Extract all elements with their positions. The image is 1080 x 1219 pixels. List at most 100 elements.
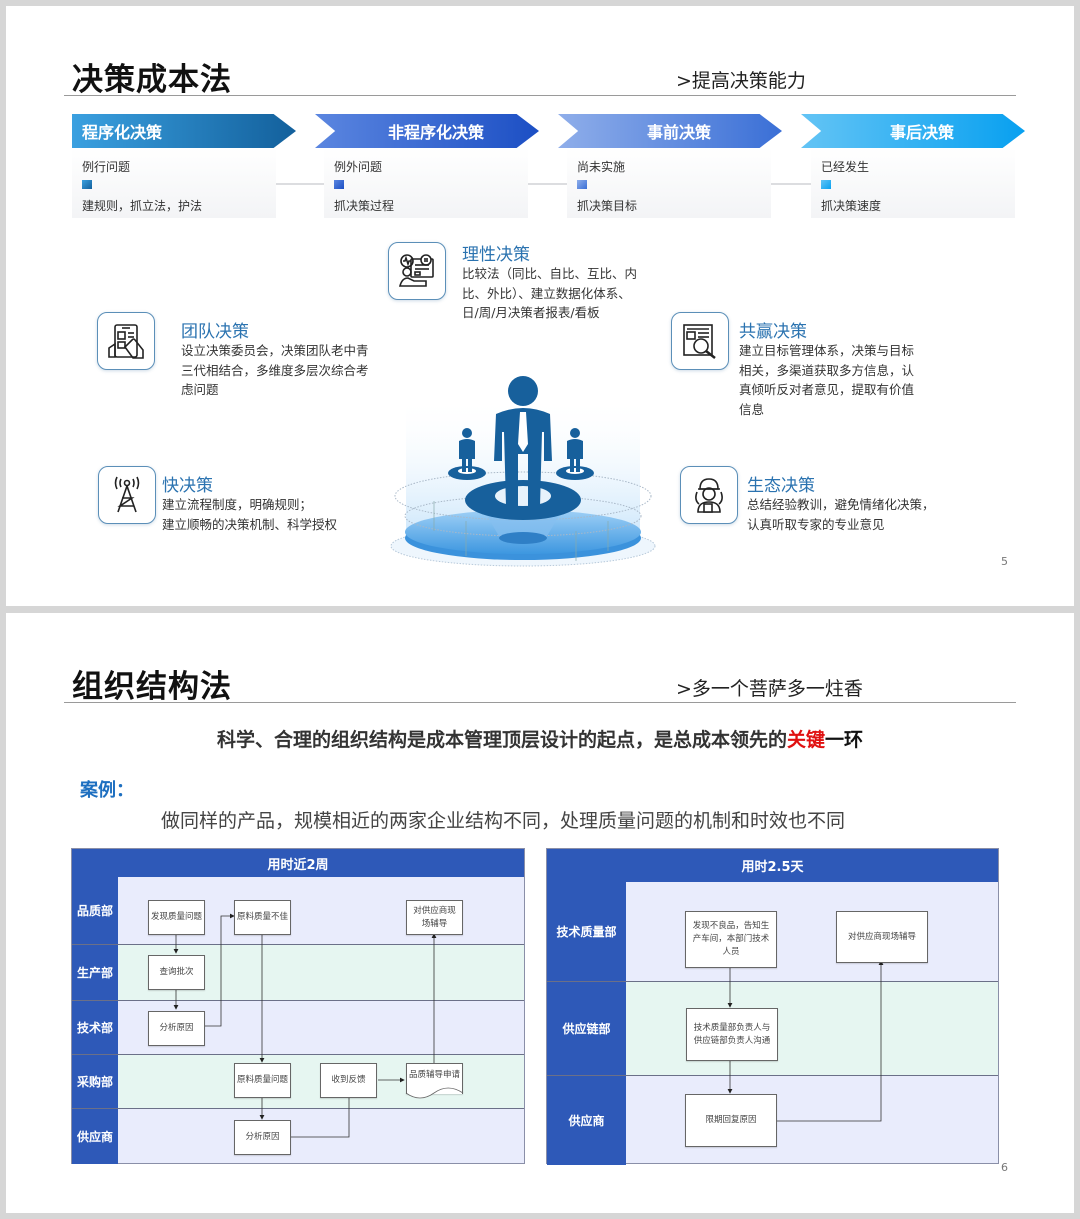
flow-step: 原料质量问题 [234, 1063, 291, 1098]
swimlane: 生产部 [72, 944, 524, 1000]
title-divider [64, 702, 1016, 703]
timeline-marker [334, 180, 344, 189]
swimlane: 品质部 [72, 877, 524, 944]
lead-highlight: 关键 [786, 729, 825, 751]
flow-step: 发现质量问题 [148, 900, 205, 935]
case-description: 做同样的产品，规模相近的两家企业结构不同，处理质量问题的机制和时效也不同 [161, 810, 846, 832]
flow-step: 原料质量不佳 [234, 900, 291, 935]
card-problem-type: 已经发生 [821, 160, 870, 174]
timeline-marker [577, 180, 587, 189]
lead-main: 科学、合理的组织结构是成本管理顶层设计的起点，是总成本领先的 [216, 729, 787, 751]
feature-line: 真倾听反对者意见，提取有价值 [739, 382, 915, 397]
signal-tower-icon [98, 466, 156, 524]
flow-step: 查询批次 [148, 955, 205, 990]
card-problem-type: 例行问题 [82, 160, 131, 174]
flowchart-header: 用时近2周 [72, 849, 524, 877]
lane-label: 供应商 [72, 1109, 118, 1164]
feature-line: 信息 [739, 401, 765, 417]
slide-title: 决策成本法 [72, 62, 232, 98]
lane-label: 品质部 [72, 877, 118, 944]
page-number: 6 [1001, 1161, 1008, 1174]
slide-subtitle: >多一个菩萨多一炷香 [676, 678, 863, 700]
feature-line: 虑问题 [181, 382, 219, 397]
feature-title: 理性决策 [462, 245, 530, 265]
category-card: 例行问题 建规则，抓立法，护法 [72, 148, 276, 218]
feature-line: 建立流程制度，明确规则； [162, 497, 313, 512]
flow-step: 分析原因 [148, 1011, 205, 1046]
chevron-label: 事后决策 [889, 123, 954, 142]
lead-statement: 科学、合理的组织结构是成本管理顶层设计的起点，是总成本领先的关键一环 [6, 725, 1074, 752]
lane-label: 供应链部 [547, 982, 626, 1075]
card-approach: 建规则，抓立法，护法 [82, 199, 203, 213]
chevron-label: 事前决策 [646, 123, 711, 142]
category-card: 尚未实施 抓决策目标 [567, 148, 771, 218]
feature-description: 设立决策委员会，决策团队老中青 三代相结合，多维度多层次综合考 虑问题 [181, 341, 391, 400]
feature-line: 比较法（同比、自比、互比、内 [462, 266, 638, 281]
lane-label: 供应商 [547, 1076, 626, 1165]
slide-decision-cost[interactable]: 决策成本法 >提高决策能力 程序化决策 非程序化决策 事前决策 事后决策 例行问… [6, 6, 1074, 606]
feature-line: 设立决策委员会，决策团队老中青 [181, 343, 369, 358]
chevron-post-decision: 事后决策 [801, 114, 1025, 148]
timeline-marker [821, 180, 831, 189]
swimlane: 供应商 [547, 1075, 998, 1165]
flow-step: 收到反馈 [320, 1063, 377, 1098]
flow-step: 限期回复原因 [685, 1094, 777, 1147]
feature-line: 日/周/月决策者报表/看板 [462, 305, 600, 320]
card-problem-type: 例外问题 [334, 160, 383, 174]
flowchart-two-and-half-days: 用时2.5天 技术质量部 供应链部 供应商 发现不良品，告知生产车间，本部门技术… [546, 848, 999, 1165]
feature-line: 总结经验教训，避免情绪化决策， [747, 497, 935, 512]
data-analyst-icon [388, 242, 446, 300]
tablet-touch-icon [97, 312, 155, 370]
swimlane: 技术质量部 [547, 882, 998, 981]
flow-step: 发现不良品，告知生产车间，本部门技术人员 [685, 911, 777, 968]
feature-description: 比较法（同比、自比、互比、内 比、外比）、建立数据化体系、 日/周/月决策者报表… [462, 264, 662, 323]
slide-org-structure[interactable]: 组织结构法 >多一个菩萨多一炷香 科学、合理的组织结构是成本管理顶层设计的起点，… [6, 613, 1074, 1213]
card-approach: 抓决策目标 [577, 199, 638, 213]
flow-step: 对供应商现场辅导 [836, 911, 928, 963]
card-problem-type: 尚未实施 [577, 160, 626, 174]
lane-label: 技术部 [72, 1001, 118, 1054]
lane-label: 生产部 [72, 945, 118, 1000]
swimlane: 技术部 [72, 1000, 524, 1054]
feature-description: 建立流程制度，明确规则； 建立顺畅的决策机制、科学授权 [162, 495, 382, 534]
feature-line: 相关，多渠道获取多方信息，认 [739, 362, 915, 378]
card-approach: 抓决策过程 [334, 199, 395, 213]
flowchart-two-weeks: 用时近2周 品质部 生产部 技术部 采购部 供应商 发现质量问题 原料质量不佳 … [71, 848, 525, 1164]
category-card: 例外问题 抓决策过程 [324, 148, 528, 218]
chevron-non-programmed-decision: 非程序化决策 [315, 114, 539, 148]
chevron-pre-decision: 事前决策 [558, 114, 782, 148]
expert-worker-icon [680, 466, 738, 524]
title-divider [64, 95, 1016, 96]
category-card: 已经发生 抓决策速度 [811, 148, 1015, 218]
chevron-label: 程序化决策 [82, 123, 163, 142]
flowchart-header: 用时2.5天 [547, 849, 998, 882]
feature-description: 建立目标管理体系，决策与目标 相关，多渠道获取多方信息，认 真倾听反对者意见，提… [739, 341, 939, 419]
lane-label: 采购部 [72, 1055, 118, 1108]
flow-document: 品质辅导申请 [406, 1063, 463, 1094]
feature-line: 建立目标管理体系，决策与目标 [739, 343, 915, 358]
swimlane: 供应商 [72, 1108, 524, 1164]
card-approach: 抓决策速度 [821, 199, 882, 213]
team-leader-illustration-icon [390, 376, 656, 567]
feature-line: 认真听取专家的专业意见 [747, 516, 885, 532]
slide-title: 组织结构法 [72, 669, 232, 705]
feature-title: 快决策 [162, 476, 213, 496]
flow-step: 对供应商现场辅导 [406, 900, 463, 935]
feature-line: 建立顺畅的决策机制、科学授权 [162, 516, 338, 532]
flow-step: 技术质量部负责人与供应链部负责人沟通 [686, 1008, 778, 1061]
feature-title: 生态决策 [747, 476, 815, 496]
feature-title: 团队决策 [181, 322, 249, 342]
feature-description: 总结经验教训，避免情绪化决策， 认真听取专家的专业意见 [747, 495, 967, 534]
feature-title: 共赢决策 [739, 322, 807, 342]
timeline-marker [82, 180, 92, 189]
document-search-icon [671, 312, 729, 370]
page-number: 5 [1001, 555, 1008, 568]
lead-tail: 一环 [825, 729, 864, 751]
chevron-label: 非程序化决策 [387, 123, 484, 142]
feature-line: 三代相结合，多维度多层次综合考 [181, 362, 369, 378]
chevron-programmed-decision: 程序化决策 [72, 114, 296, 148]
lane-label: 技术质量部 [547, 882, 626, 981]
flow-step: 分析原因 [234, 1120, 291, 1155]
feature-line: 比、外比）、建立数据化体系、 [462, 285, 631, 301]
slide-subtitle: >提高决策能力 [676, 70, 806, 92]
